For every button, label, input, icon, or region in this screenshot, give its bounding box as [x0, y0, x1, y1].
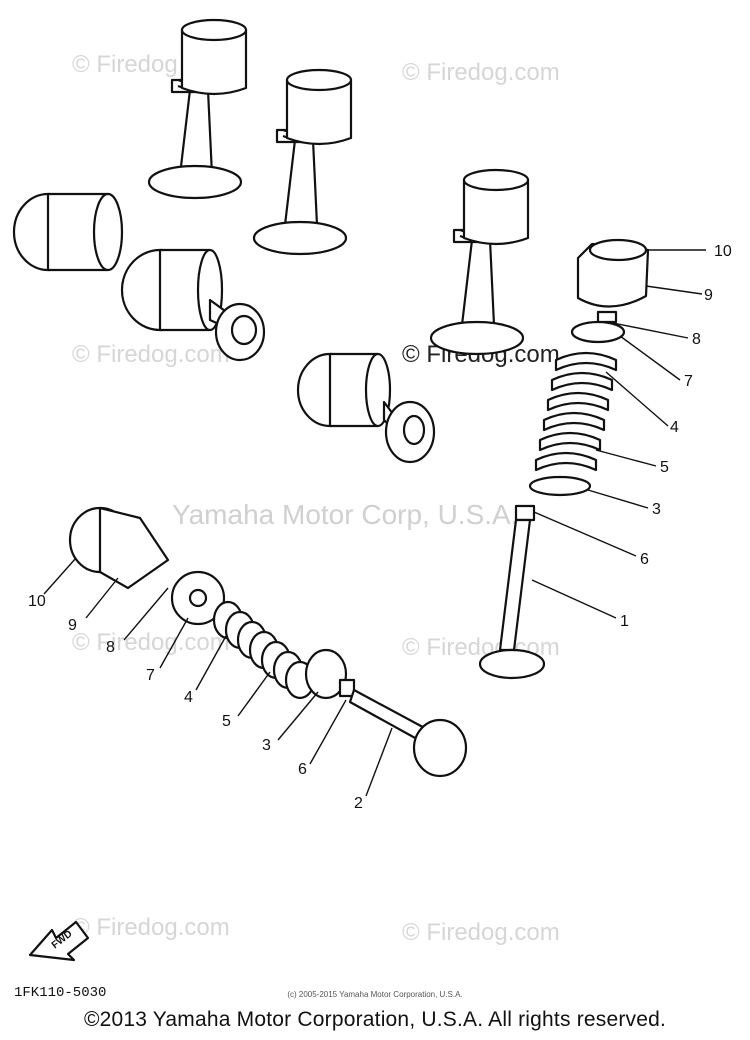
callout-right-4: 4: [670, 419, 679, 436]
valve-assembly-top-1: [147, 18, 248, 200]
callout-left-5: 5: [222, 713, 231, 730]
valve-assembly-side-2: [296, 352, 436, 464]
callout-right-6: 6: [640, 551, 649, 568]
callout-right-9: 9: [704, 287, 713, 304]
watermark-firedog: © Firedog.com: [72, 629, 230, 656]
callout-left-8: 8: [106, 639, 115, 656]
copyright-notice: ©2013 Yamaha Motor Corporation, U.S.A. A…: [83, 1008, 667, 1031]
callout-left-2: 2: [354, 795, 363, 812]
watermark-layer: © Firedog © Firedog.com © Firedog.com © …: [72, 51, 560, 946]
callout-right-8: 8: [692, 331, 701, 348]
callout-labels-left: 10 9 8 7 4 5 3 6 2: [28, 593, 363, 812]
callout-right-3: 3: [652, 501, 661, 518]
valve-assembly-top-3: [429, 168, 530, 356]
callout-lines: [43, 249, 706, 797]
callout-right-10: 10: [714, 243, 732, 260]
valve-assembly-side-1: [12, 192, 266, 362]
callout-labels-right: 10 9 8 7 4 5 3 6 1: [620, 243, 732, 630]
callout-left-6: 6: [298, 761, 307, 778]
callout-left-7: 7: [146, 667, 155, 684]
small-copyright: (c) 2005-2015 Yamaha Motor Corporation, …: [287, 990, 463, 999]
watermark-firedog: © Firedog.com: [402, 59, 560, 86]
watermark-firedog: © Firedog.com: [72, 914, 230, 941]
callout-left-3: 3: [262, 737, 271, 754]
callout-left-9: 9: [68, 617, 77, 634]
callout-right-1: 1: [620, 613, 629, 630]
callout-left-4: 4: [184, 689, 193, 706]
valve-assembly-top-2: [252, 68, 353, 256]
callout-right-5: 5: [660, 459, 669, 476]
watermark-firedog: © Firedog.com: [72, 341, 230, 368]
watermark-firedog: © Firedog: [72, 51, 178, 78]
exploded-assembly-right: [478, 238, 650, 680]
fwd-arrow: FWD: [28, 920, 90, 962]
diagram-code: 1FK110-5030: [14, 985, 107, 1001]
watermark-yamaha: Yamaha Motor Corp, U.S.A.: [172, 499, 519, 530]
watermark-firedog: © Firedog.com: [402, 919, 560, 946]
callout-right-7: 7: [684, 373, 693, 390]
exploded-assembly-left: [68, 506, 468, 778]
callout-left-10: 10: [28, 593, 46, 610]
